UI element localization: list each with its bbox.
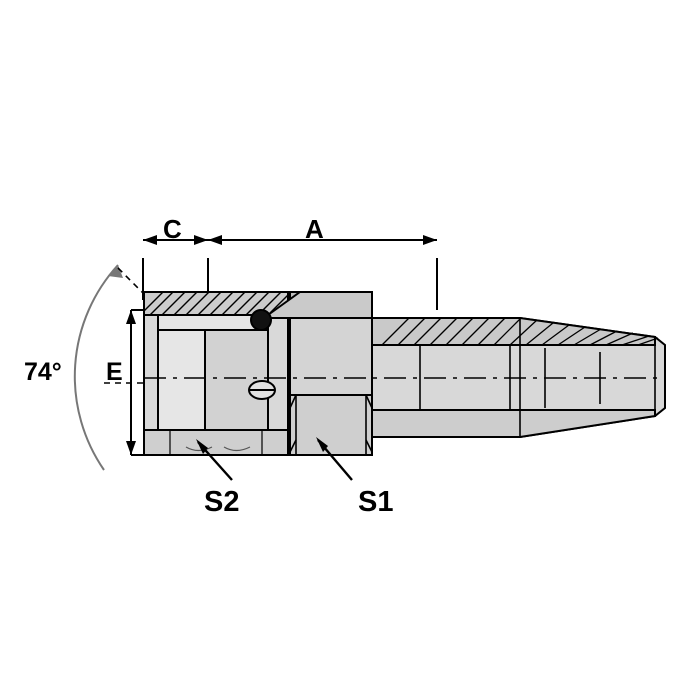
- arrow-a-right: [423, 235, 437, 245]
- part-label-s1: S1: [358, 486, 394, 518]
- hex-s1-bevel-br: [365, 439, 373, 453]
- dimension-label-a: A: [305, 214, 324, 244]
- arrow-a-left: [208, 235, 222, 245]
- dimension-label-c: C: [163, 214, 182, 244]
- dimension-arrowheads: [126, 235, 437, 455]
- arrow-c-right: [194, 235, 208, 245]
- stem-bottom-region: [371, 409, 656, 438]
- leader-s1-arrow: [316, 437, 328, 452]
- arrow-e-bottom: [126, 441, 136, 455]
- dimension-label-e: E: [106, 358, 123, 386]
- hex-s1-bottom: [289, 394, 373, 456]
- arrow-e-top: [126, 310, 136, 324]
- angle-arc: [73, 264, 119, 471]
- angle-label: 74°: [24, 358, 62, 386]
- stem-hatching: [381, 317, 659, 346]
- nut-s2-bottom-band: [143, 429, 289, 456]
- nut-s2-inner-lower: [204, 329, 269, 431]
- arrow-c-left: [143, 235, 157, 245]
- angle-arc-path: [73, 264, 119, 471]
- part-leader-arrows: [196, 437, 328, 454]
- nut-s2-body: [143, 291, 289, 456]
- leader-s2-arrow: [196, 439, 208, 454]
- seal-ball: [250, 309, 272, 331]
- hex-s1-bevel-l: [289, 394, 297, 409]
- nut-s2-bottom-detail: [169, 430, 263, 455]
- hex-s1-bevel-bl: [289, 439, 297, 453]
- part-label-s2: S2: [204, 486, 240, 518]
- section-marker: [248, 380, 276, 400]
